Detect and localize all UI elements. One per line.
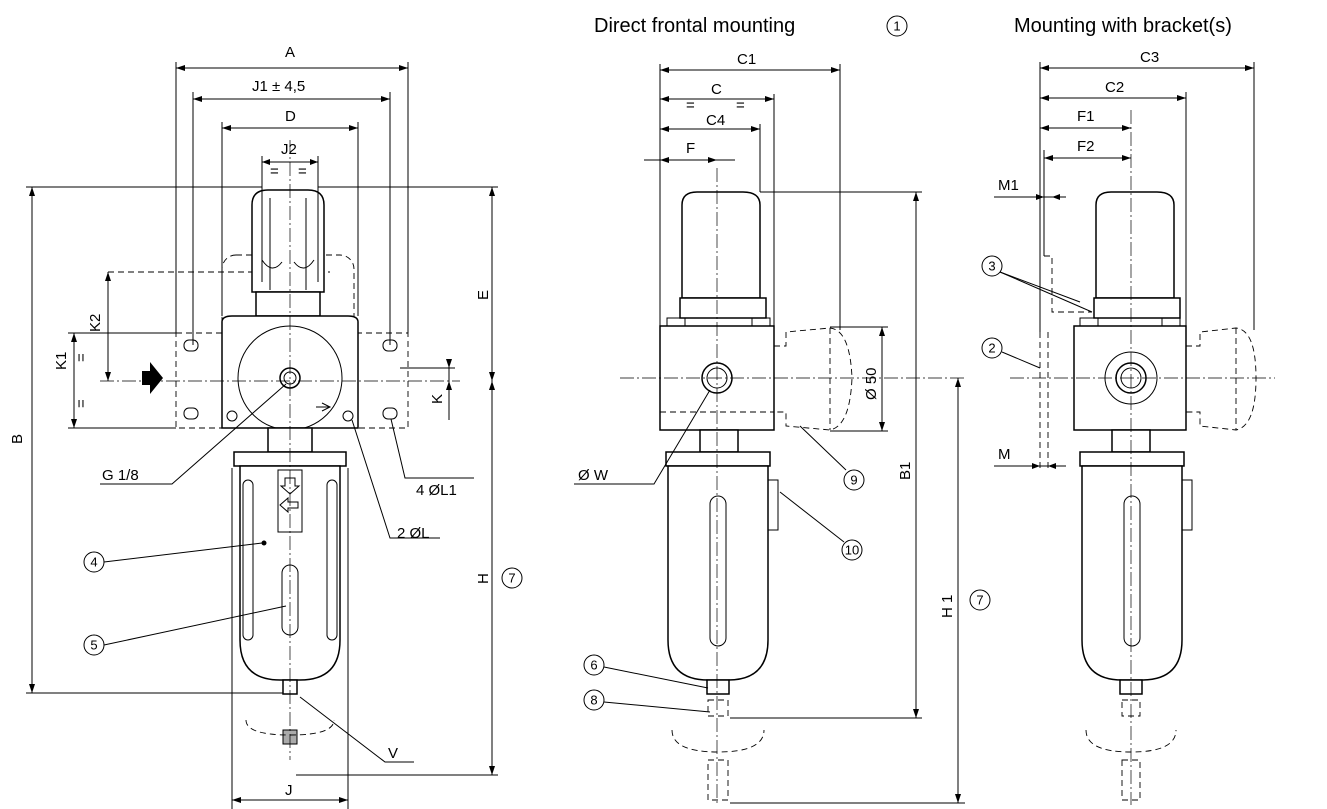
dim-M1-label: M1 xyxy=(998,177,1019,194)
title-mounting-with-brackets: Mounting with bracket(s) xyxy=(1014,15,1232,37)
adjustment-knob xyxy=(681,191,761,299)
dim-D-label: D xyxy=(285,108,296,125)
svg-text:=: = xyxy=(736,97,745,114)
dim-A-label: A xyxy=(285,44,295,61)
callout-9-circle xyxy=(843,469,865,491)
flow-arrow-icon xyxy=(142,362,163,394)
view-front-left: A J1 ± 4,5 D J2 = = B E H 7 xyxy=(9,44,523,809)
dim-K1-label: K1 xyxy=(53,352,70,370)
dim-B-label: B xyxy=(9,434,26,444)
dim-B1-label: B1 xyxy=(897,462,914,480)
dim-J-label: J xyxy=(285,782,293,799)
callout-1-circle xyxy=(886,15,908,37)
dim-F-label: F xyxy=(686,140,695,157)
callout-7b-circle xyxy=(969,589,991,611)
dim-C3-label: C3 xyxy=(1140,49,1159,66)
view-side-middle: C1 C = = C4 F Ø 50 B1 H 1 7 xyxy=(574,51,991,805)
lock-clip xyxy=(767,479,779,531)
svg-text:=: = xyxy=(298,163,307,180)
callout-2-circle xyxy=(981,337,1003,359)
callout-4-circle xyxy=(83,551,105,573)
hole-2L-label: 2 ØL xyxy=(397,525,430,542)
callout-6-circle xyxy=(583,654,605,676)
svg-text:2: 2 xyxy=(988,341,995,356)
callout-7-circle xyxy=(501,567,523,589)
filter-bowl xyxy=(239,465,341,681)
svg-text:6: 6 xyxy=(590,658,597,673)
dim-C2-label: C2 xyxy=(1105,79,1124,96)
svg-text:5: 5 xyxy=(90,638,97,653)
svg-text:=: = xyxy=(686,97,695,114)
callout-10-circle xyxy=(841,539,863,561)
svg-text:=: = xyxy=(73,399,90,408)
dim-F2-label: F2 xyxy=(1077,138,1095,155)
dim-H-label: H xyxy=(475,573,492,584)
drain-V-label: V xyxy=(388,745,398,762)
filter-bowl xyxy=(1081,465,1183,681)
callout-8-circle xyxy=(583,689,605,711)
svg-text:7: 7 xyxy=(976,593,983,608)
svg-text:10: 10 xyxy=(845,543,859,558)
dim-J1-label: J1 ± 4,5 xyxy=(252,78,305,95)
dim-F1-label: F1 xyxy=(1077,108,1095,125)
dim-E-label: E xyxy=(475,290,492,300)
svg-text:9: 9 xyxy=(850,473,857,488)
dim-M-label: M xyxy=(998,446,1011,463)
view-bracket-right: C3 C2 F1 F2 M1 M 3 2 xyxy=(981,49,1275,805)
dim-H1-label: H 1 xyxy=(939,595,956,618)
port-W-label: Ø W xyxy=(578,467,609,484)
dim-D50-label: Ø 50 xyxy=(863,367,880,400)
filter-bowl xyxy=(667,465,769,681)
dim-K2-label: K2 xyxy=(87,314,104,332)
gauge-outline xyxy=(774,327,853,431)
svg-text:=: = xyxy=(270,163,279,180)
dim-C-label: C xyxy=(711,81,722,98)
adjustment-knob xyxy=(1095,191,1175,299)
svg-text:8: 8 xyxy=(590,693,597,708)
dim-C4-label: C4 xyxy=(706,112,725,129)
hole-4L1-label: 4 ØL1 xyxy=(416,482,457,499)
svg-text:=: = xyxy=(73,353,90,362)
dim-K-label: K xyxy=(429,394,446,404)
title-direct-frontal-mounting: Direct frontal mounting xyxy=(594,15,795,37)
adjustment-knob xyxy=(251,189,325,293)
callout-1-label: 1 xyxy=(893,19,900,34)
dim-J2-label: J2 xyxy=(281,141,297,158)
drain-valve xyxy=(706,679,730,695)
callout-3-circle xyxy=(981,255,1003,277)
dim-C1-label: C1 xyxy=(737,51,756,68)
svg-text:7: 7 xyxy=(508,571,515,586)
thread-G18-label: G 1/8 xyxy=(102,467,139,484)
svg-text:3: 3 xyxy=(988,259,995,274)
svg-text:4: 4 xyxy=(90,555,97,570)
gauge-outline xyxy=(1186,327,1257,431)
callout-5-circle xyxy=(83,634,105,656)
knob-collar xyxy=(255,291,321,317)
